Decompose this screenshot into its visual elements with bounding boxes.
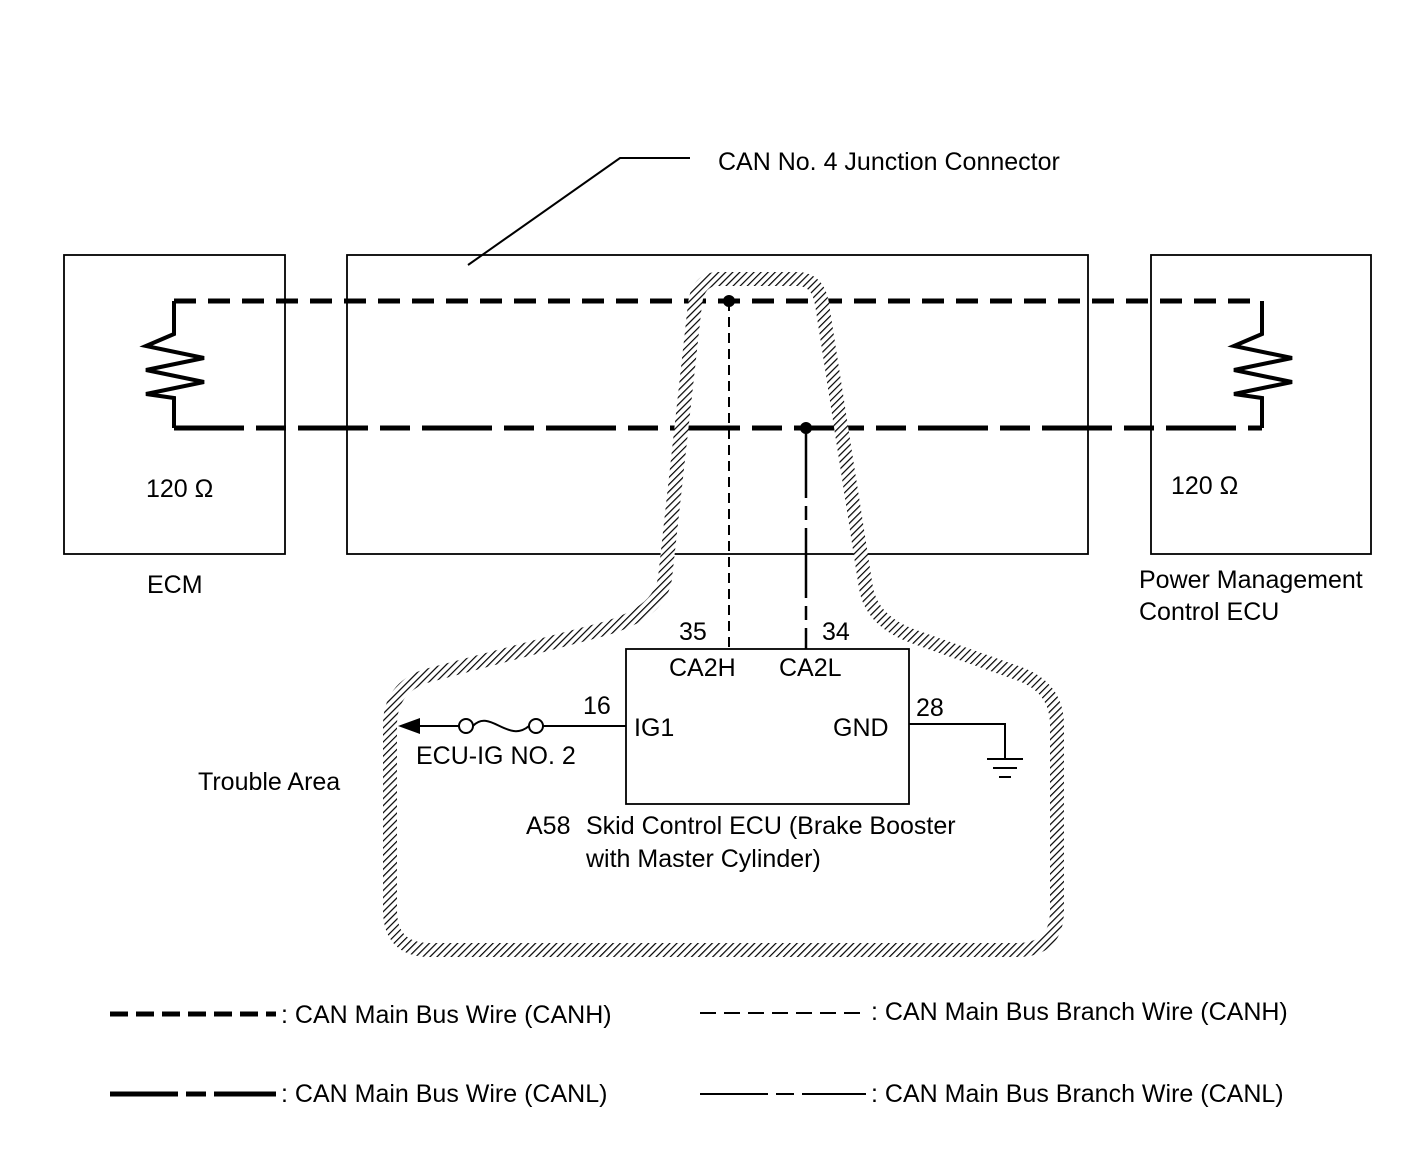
trouble-area-outline (383, 272, 1064, 957)
pm-label-line2: Control ECU (1139, 598, 1279, 626)
junction-leader-line (467, 157, 690, 266)
pin-28-number: 28 (916, 694, 944, 722)
ecm-resistor-symbol (139, 301, 205, 428)
power-mgmt-box (1150, 254, 1372, 555)
arrow-left-icon (398, 718, 420, 734)
canl-junction-dot (800, 422, 812, 434)
ecm-resistor-label: 120 Ω (146, 475, 213, 503)
fuse-icon (472, 719, 530, 733)
pin-ca2h-label: CA2H (669, 654, 736, 682)
pin-35-number: 35 (679, 618, 707, 646)
skid-ecu-code: A58 (526, 812, 570, 840)
skid-ecu-name-line2: with Master Cylinder) (585, 845, 821, 873)
pm-resistor-label: 120 Ω (1171, 472, 1238, 500)
fuse-terminal-left (458, 718, 474, 734)
pin-34-number: 34 (822, 618, 850, 646)
legend-canl-branch-text: : CAN Main Bus Branch Wire (CANL) (871, 1080, 1284, 1108)
legend-canh-main-text: : CAN Main Bus Wire (CANH) (281, 1001, 612, 1029)
pin-16-number: 16 (583, 692, 611, 720)
pm-resistor-symbol (1227, 301, 1293, 428)
canh-junction-dot (723, 295, 735, 307)
pm-label-line1: Power Management (1139, 566, 1363, 594)
pin-ig1-label: IG1 (634, 714, 674, 742)
trouble-area-label: Trouble Area (198, 768, 340, 796)
legend-canh-branch-text: : CAN Main Bus Branch Wire (CANH) (871, 998, 1288, 1026)
fuse-label: ECU-IG NO. 2 (416, 742, 576, 770)
pin-gnd-label: GND (833, 714, 889, 742)
legend-canl-main-text: : CAN Main Bus Wire (CANL) (281, 1080, 607, 1108)
ecm-label: ECM (147, 571, 203, 599)
gnd-wire (909, 723, 1006, 758)
junction-connector-box (346, 254, 1089, 555)
ecm-box (63, 254, 286, 555)
junction-connector-label: CAN No. 4 Junction Connector (718, 148, 1060, 176)
skid-ecu-name-line1: Skid Control ECU (Brake Booster (586, 812, 956, 840)
fuse-terminal-right (528, 718, 544, 734)
pin-ca2l-label: CA2L (779, 654, 842, 682)
